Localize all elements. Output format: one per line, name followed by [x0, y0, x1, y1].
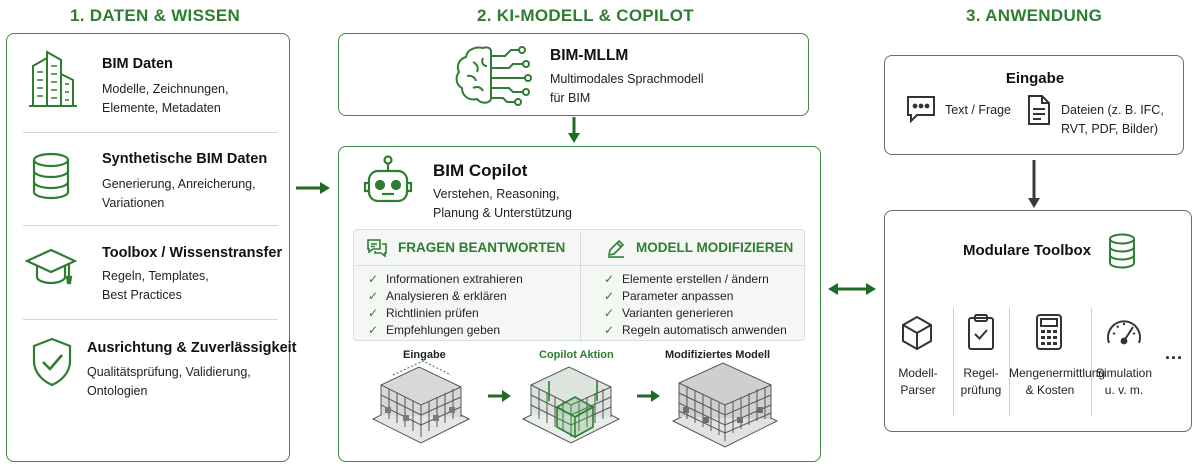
shield-check-icon: [31, 337, 73, 392]
copilot-title: BIM Copilot: [433, 161, 528, 180]
cube-icon: [901, 315, 933, 356]
divider: [356, 265, 804, 266]
data-item-title: Toolbox / Wissenstransfer: [102, 245, 283, 261]
list-item: ✓Varianten generieren: [604, 306, 734, 320]
chat-bubbles-icon: [366, 238, 388, 263]
check-icon: ✓: [368, 289, 379, 303]
divider: [23, 319, 278, 320]
input-title: Eingabe: [1005, 70, 1065, 87]
copilot-panel: BIM Copilot Verstehen, Reasoning,Planung…: [338, 146, 821, 462]
tool-label: Mengenermittlung& Kosten: [1009, 366, 1106, 397]
list-item: ✓Informationen extrahieren: [368, 272, 523, 286]
stage-label-modifiziertes-modell: Modifiziertes Modell: [665, 349, 771, 361]
data-item-text: Qualitätsprüfung, Validierung,Ontologien: [87, 365, 251, 398]
toolbox-title: Modulare Toolbox: [963, 242, 1092, 259]
list-item: ✓Analysieren & erklären: [368, 289, 507, 303]
divider: [23, 132, 278, 133]
more-tools-ellipsis: ...: [1165, 343, 1184, 363]
data-item-text: Generierung, Anreicherung,Variationen: [102, 177, 256, 210]
check-icon: ✓: [368, 306, 379, 320]
graduation-cap-icon: [24, 247, 78, 292]
building-icon: [27, 48, 79, 115]
divider: [1009, 308, 1010, 416]
check-list-modell: ✓Elemente erstellen / ändern ✓Parameter …: [604, 271, 787, 339]
input-text-label: Text / Frage: [945, 103, 1011, 117]
building-model-image: [521, 366, 621, 444]
building-model-image: [371, 361, 471, 444]
copilot-description: Verstehen, Reasoning,Planung & Unterstüt…: [433, 187, 572, 220]
check-icon: ✓: [604, 306, 615, 320]
arrow-right-icon: [637, 390, 660, 402]
divider: [953, 308, 954, 416]
data-item-title: Ausrichtung & Zuverlässigkeit: [87, 340, 297, 356]
database-icon: [31, 152, 71, 205]
arrow-right-icon: [488, 390, 511, 402]
divider: [23, 225, 278, 226]
check-icon: ✓: [368, 323, 379, 337]
input-panel: Eingabe Text / Frage Dateien (z. B. IFC,…: [884, 55, 1184, 155]
data-item-title: BIM Daten: [102, 56, 173, 72]
tool-label: Regel-prüfung: [960, 366, 1002, 397]
database-icon: [1107, 233, 1137, 274]
calculator-icon: [1035, 313, 1063, 356]
document-icon: [1027, 94, 1051, 131]
list-item: ✓Empfehlungen geben: [368, 323, 501, 337]
panel-heading-fragen: FRAGEN BEANTWORTEN: [398, 240, 566, 255]
arrow-right-icon: [296, 182, 330, 194]
data-item-text: Modelle, Zeichnungen,Elemente, Metadaten: [102, 82, 229, 115]
column-title-daten: 1. DATEN & WISSEN: [70, 6, 241, 25]
check-icon: ✓: [368, 272, 379, 286]
brain-circuit-icon: [453, 42, 533, 113]
data-knowledge-panel: BIM Daten Modelle, Zeichnungen,Elemente,…: [6, 33, 297, 462]
check-list-fragen: ✓Informationen extrahieren ✓Analysieren …: [368, 271, 523, 339]
divider: [1091, 308, 1092, 416]
stage-label-eingabe: Eingabe: [403, 349, 446, 361]
list-item: ✓Parameter anpassen: [604, 289, 734, 303]
toolbox-panel: Modulare Toolbox Modell-Parser Regel-prü…: [884, 210, 1192, 432]
input-files-text: Dateien (z. B. IFC,RVT, PDF, Bilder): [1061, 103, 1164, 136]
clipboard-check-icon: [967, 313, 995, 356]
speech-bubble-icon: [905, 94, 937, 129]
list-item: ✓Regeln automatisch anwenden: [604, 323, 787, 337]
panel-heading-modell: MODELL MODIFIZIEREN: [636, 240, 794, 255]
check-icon: ✓: [604, 323, 615, 337]
robot-icon: [363, 155, 413, 214]
data-item-title: Synthetische BIM Daten: [102, 151, 268, 167]
mllm-title: BIM-MLLM: [550, 47, 629, 64]
bidirectional-arrow-icon: [828, 283, 876, 295]
data-item-text: Regeln, Templates,Best Practices: [102, 269, 209, 302]
arrow-down-icon: [1028, 160, 1040, 208]
column-title-ki-modell: 2. KI-MODELL & COPILOT: [477, 6, 694, 25]
gauge-icon: [1105, 317, 1143, 352]
check-icon: ✓: [604, 289, 615, 303]
pencil-icon: [606, 238, 626, 263]
check-icon: ✓: [604, 272, 615, 286]
arrow-down-icon: [568, 117, 580, 143]
tool-label: Modell-Parser: [898, 366, 938, 397]
building-model-image: [671, 362, 779, 448]
copilot-capabilities: FRAGEN BEANTWORTEN ✓Informationen extrah…: [353, 229, 805, 341]
list-item: ✓Elemente erstellen / ändern: [604, 272, 769, 286]
list-item: ✓Richtlinien prüfen: [368, 306, 479, 320]
column-title-anwendung: 3. ANWENDUNG: [966, 6, 1103, 25]
stage-label-copilot-aktion: Copilot Aktion: [539, 349, 614, 361]
divider: [580, 232, 581, 340]
